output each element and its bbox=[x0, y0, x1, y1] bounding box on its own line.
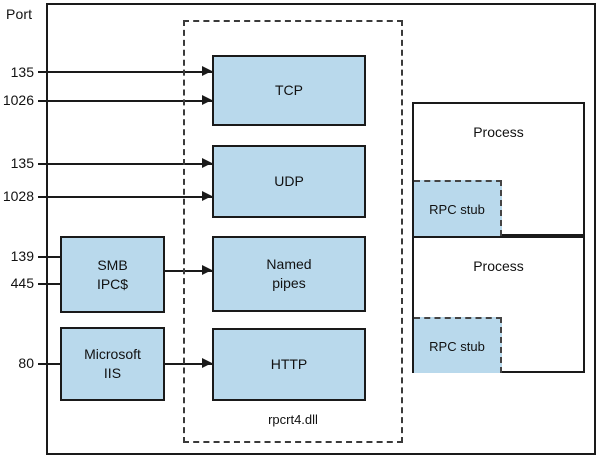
port-label-80-iis: 80 bbox=[18, 355, 34, 371]
arrowhead-iis-to-http bbox=[202, 358, 212, 368]
arrowhead-smb-to-named-pipes bbox=[202, 265, 212, 275]
port-label-1028-udp: 1028 bbox=[2, 188, 34, 204]
port-label-1026-tcp: 1026 bbox=[2, 92, 34, 108]
rpc-stub-2-label: RPC stub bbox=[429, 338, 485, 354]
service-box-smb[interactable]: SMB IPC$ bbox=[60, 236, 165, 313]
service-box-smb-line2: IPC$ bbox=[96, 275, 129, 292]
rpc-stub-1[interactable]: RPC stub bbox=[414, 180, 502, 236]
arrowhead-1026-to-tcp bbox=[202, 95, 212, 105]
process-box-2-label: Process bbox=[473, 258, 524, 274]
arrowhead-1028-to-udp bbox=[202, 191, 212, 201]
port-column-heading: Port bbox=[6, 6, 33, 22]
connector-445-to-smb bbox=[38, 283, 62, 285]
transport-box-named-pipes-line1: Named bbox=[266, 256, 312, 273]
transport-box-udp[interactable]: UDP bbox=[212, 145, 366, 218]
service-box-iis[interactable]: Microsoft IIS bbox=[60, 327, 165, 401]
port-label-135-tcp: 135 bbox=[10, 64, 34, 80]
port-label-445-smb: 445 bbox=[10, 275, 34, 291]
connector-smb-to-named-pipes bbox=[164, 270, 214, 272]
transport-box-tcp[interactable]: TCP bbox=[212, 55, 366, 126]
service-box-iis-text: Microsoft IIS bbox=[84, 345, 141, 383]
service-box-smb-line1: SMB bbox=[97, 256, 128, 273]
process-box-1-label: Process bbox=[473, 124, 524, 140]
service-box-iis-line2: IIS bbox=[103, 365, 122, 381]
connector-139-to-smb bbox=[38, 256, 62, 258]
process-box-1[interactable]: Process RPC stub bbox=[412, 102, 585, 236]
service-box-smb-text: SMB IPC$ bbox=[97, 256, 128, 294]
outer-boundary bbox=[46, 3, 596, 455]
port-label-139-smb: 139 bbox=[10, 248, 34, 264]
transport-box-named-pipes-text: Named pipes bbox=[266, 255, 311, 293]
connector-135-to-udp bbox=[38, 163, 214, 165]
connector-135-to-tcp bbox=[38, 71, 214, 73]
transport-box-http[interactable]: HTTP bbox=[212, 328, 366, 401]
connector-1026-to-tcp bbox=[38, 100, 214, 102]
transport-box-udp-label: UDP bbox=[274, 173, 304, 190]
service-box-iis-line1: Microsoft bbox=[84, 346, 141, 363]
arrowhead-135-to-tcp bbox=[202, 66, 212, 76]
rpcrt4-dll-boundary bbox=[183, 20, 403, 443]
connector-1028-to-udp bbox=[38, 196, 214, 198]
transport-box-named-pipes[interactable]: Named pipes bbox=[212, 236, 366, 312]
process-box-2[interactable]: Process RPC stub bbox=[412, 236, 585, 373]
transport-box-tcp-label: TCP bbox=[275, 82, 303, 99]
rpc-stub-1-label: RPC stub bbox=[429, 201, 485, 217]
rpc-stub-2[interactable]: RPC stub bbox=[414, 317, 502, 373]
port-label-135-udp: 135 bbox=[10, 155, 34, 171]
rpcrt4-dll-label: rpcrt4.dll bbox=[268, 412, 318, 427]
transport-box-http-label: HTTP bbox=[270, 356, 308, 373]
arrowhead-135-to-udp bbox=[202, 158, 212, 168]
transport-box-named-pipes-line2: pipes bbox=[272, 275, 306, 291]
connector-80-to-iis bbox=[38, 363, 62, 365]
connector-iis-to-http bbox=[164, 363, 214, 365]
